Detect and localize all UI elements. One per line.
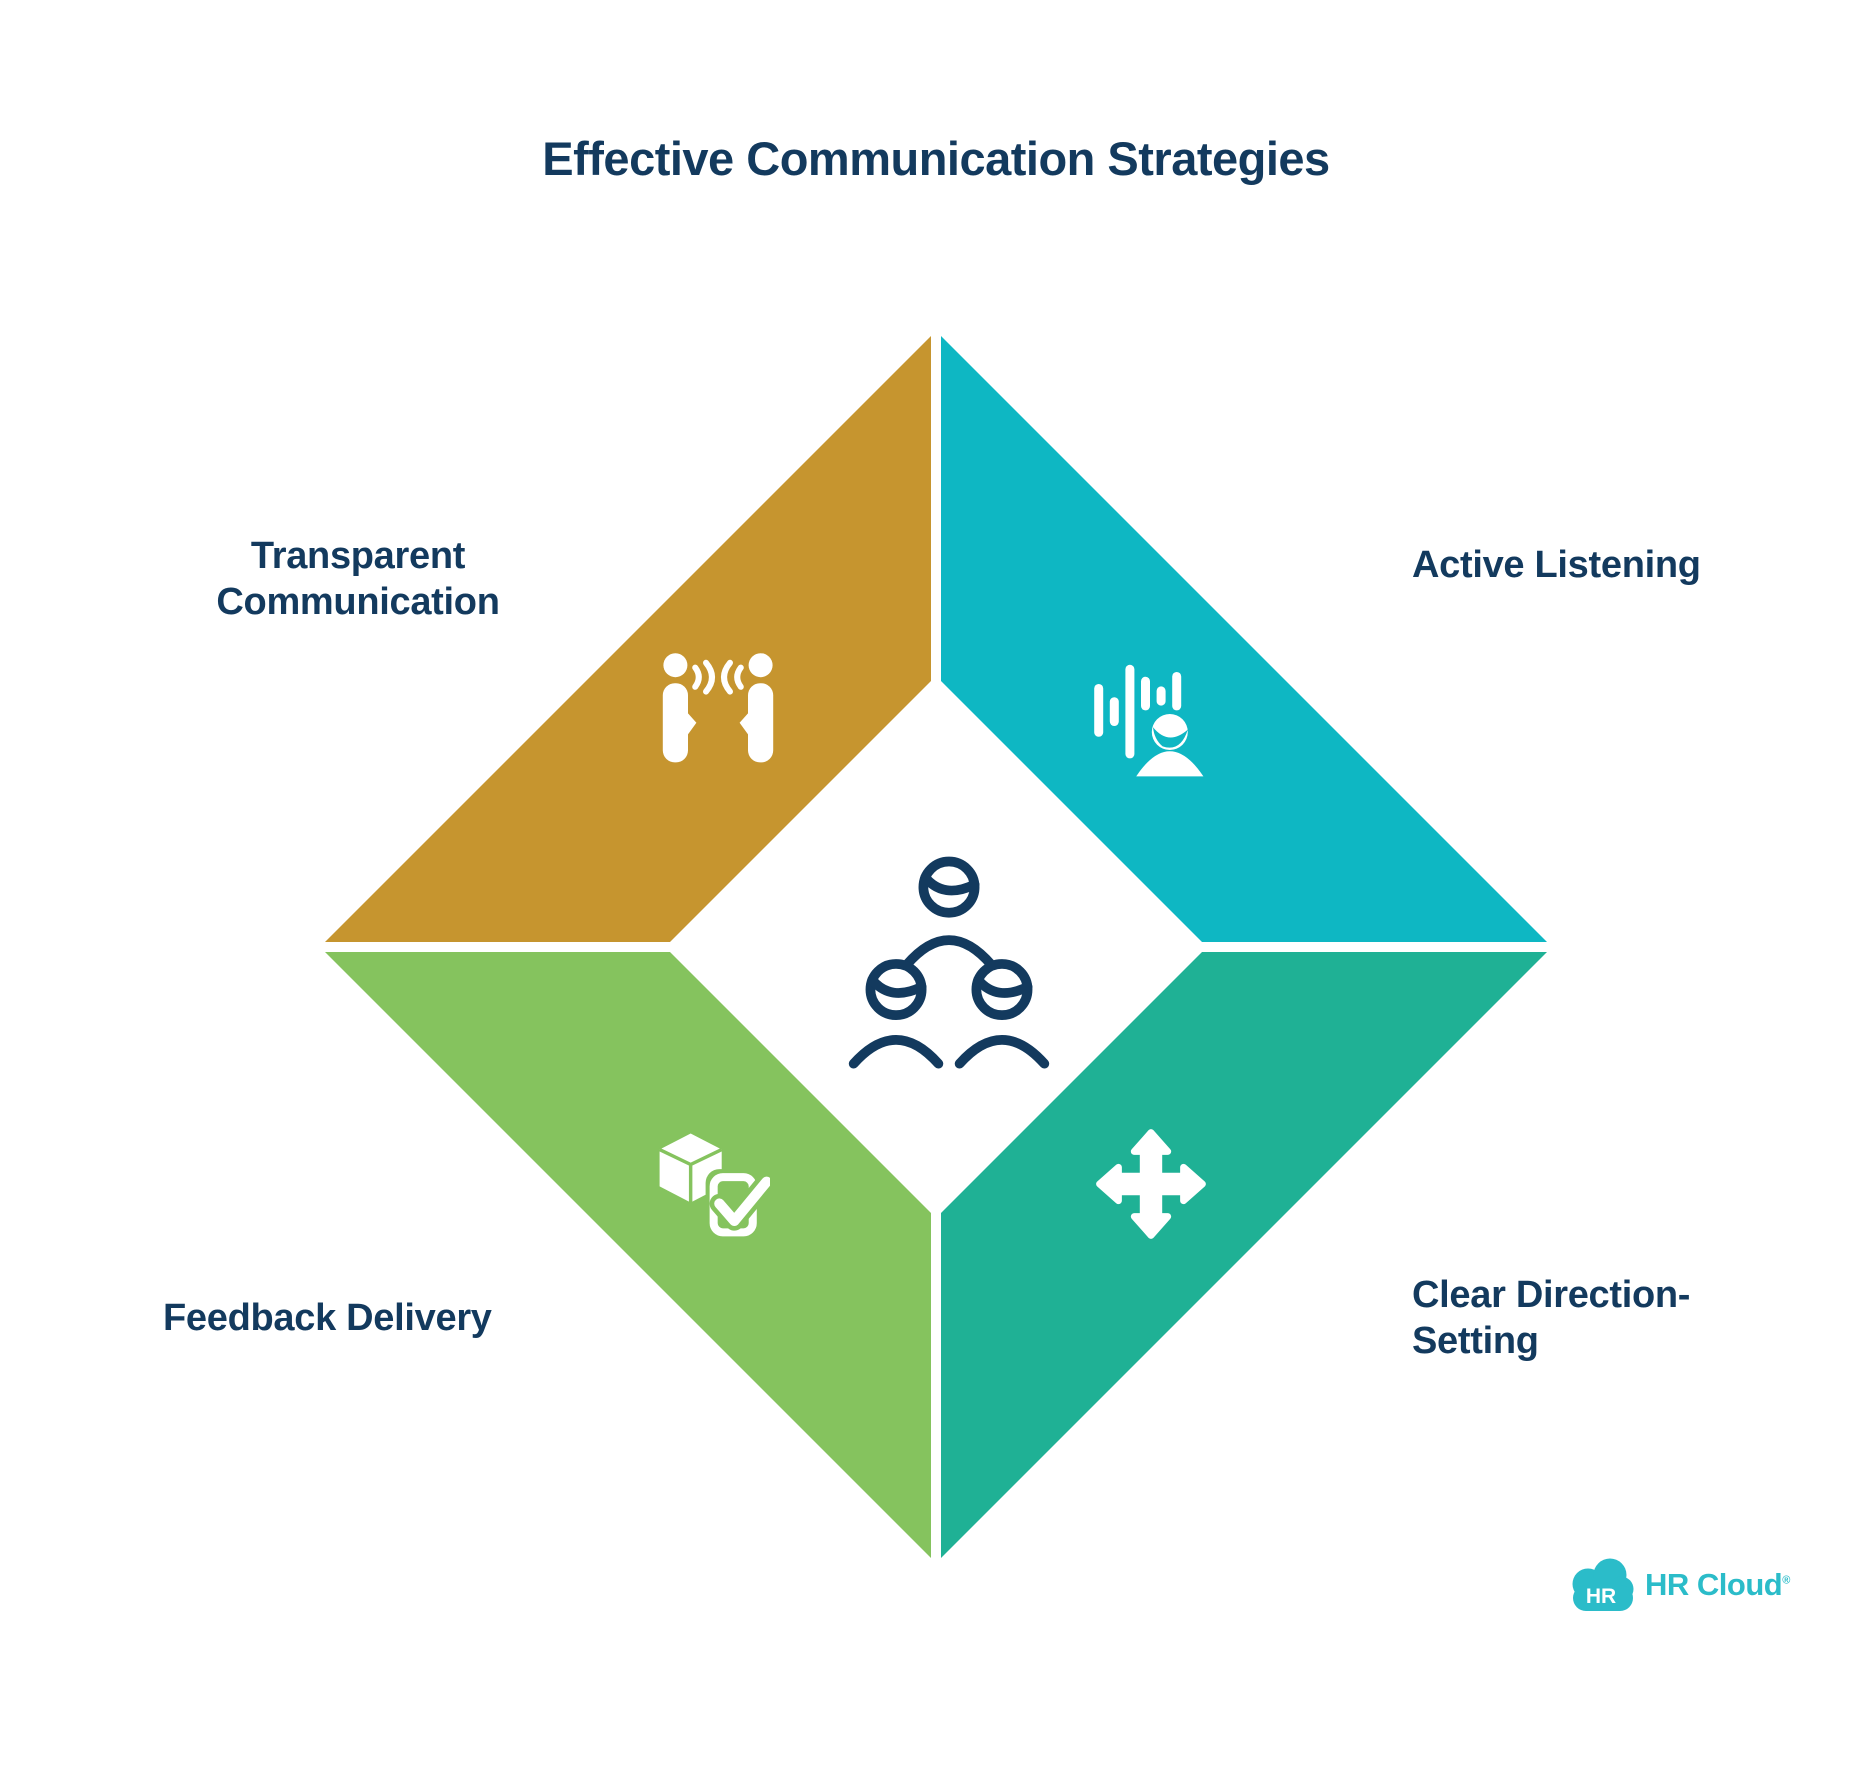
people-talking-icon (662, 653, 774, 763)
label-clear-direction-setting: Clear Direction-Setting (1412, 1274, 1691, 1362)
registered-mark: ® (1782, 1574, 1790, 1587)
page-title: Effective Communication Strategies (542, 132, 1330, 185)
directional-arrows-icon (1096, 1129, 1206, 1239)
package-check-icon (658, 1133, 770, 1241)
segment-active-listening (941, 336, 1547, 942)
segment-transparent-communication (325, 336, 931, 942)
label-transparent-communication: Transparent Communication (216, 535, 500, 623)
label-active-listening: Active Listening (1412, 544, 1701, 586)
hr-cloud-logo: HR HR Cloud® (1568, 1558, 1790, 1612)
logo-wordmark: HR Cloud® (1645, 1567, 1790, 1603)
logo-badge-text: HR (1586, 1585, 1616, 1608)
logo-brand-text: HR Cloud (1645, 1567, 1783, 1602)
listening-waveform-icon (1094, 664, 1204, 777)
label-feedback-delivery: Feedback Delivery (163, 1297, 492, 1339)
cloud-icon: HR (1572, 1558, 1634, 1611)
segment-feedback-delivery (325, 952, 931, 1558)
team-group-icon (848, 856, 1050, 1069)
segment-clear-direction-setting (941, 952, 1547, 1558)
